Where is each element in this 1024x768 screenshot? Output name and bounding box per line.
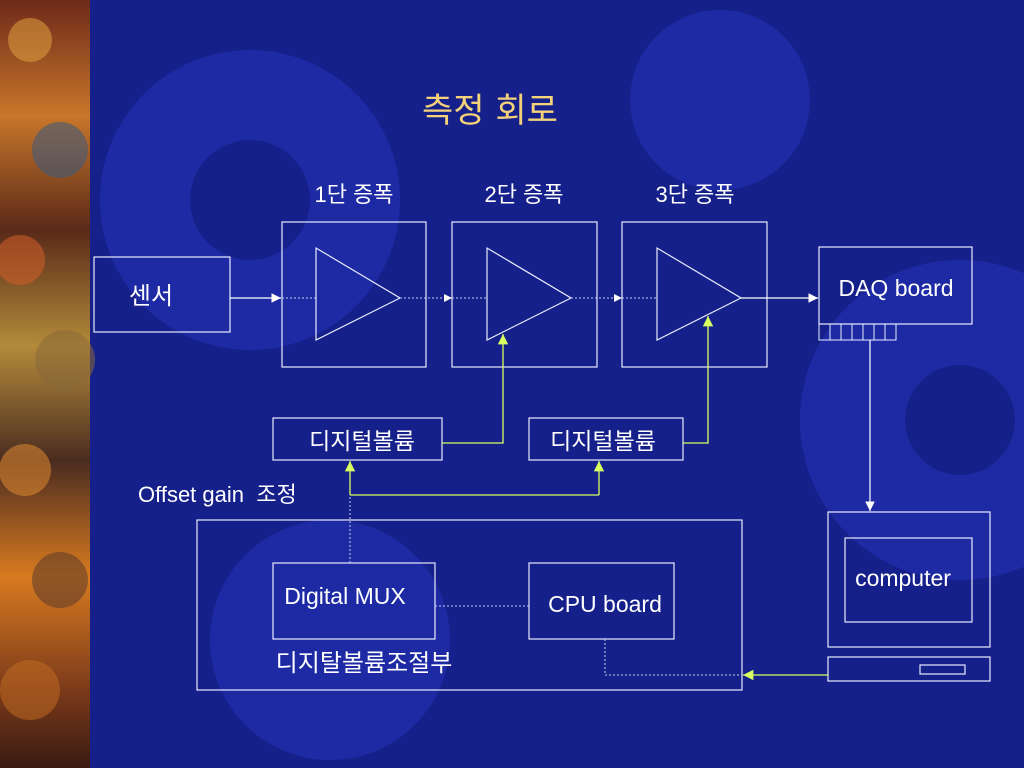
strip-texture-decoration	[0, 18, 95, 720]
digital-volume-2-label: 디지털볼륨	[550, 428, 656, 454]
gain-control-line-to-amp3	[683, 316, 714, 444]
computer-screen	[844, 537, 973, 623]
sensor-label: 센서	[129, 283, 173, 310]
amplifier-2-symbol	[486, 246, 573, 341]
offset-gain-label: Offset gain 조정	[138, 482, 297, 507]
daq-board-label: DAQ board	[838, 275, 953, 301]
stage-2-label: 2단 증폭	[484, 182, 563, 207]
computer-monitor	[827, 511, 991, 648]
control-unit-label: 디지탈볼륨조절부	[276, 650, 453, 677]
amp-stage-2-block	[451, 221, 598, 368]
computer-base-unit	[827, 656, 991, 682]
gain-control-line-to-amp2	[442, 334, 509, 444]
slide-title: 측정 회로	[422, 91, 558, 131]
amp-stage-3-block	[621, 221, 768, 368]
cpu-to-computer-link	[604, 639, 742, 676]
control-unit-block	[196, 519, 743, 691]
cpu-board-label: CPU board	[548, 591, 662, 617]
gear-hole-decoration	[190, 140, 1015, 475]
sensor-block	[93, 256, 231, 333]
computer-label: computer	[855, 565, 951, 591]
digital-volume-2-block	[528, 417, 684, 461]
cpu-board-block	[528, 562, 675, 640]
amp-stage-1-block	[281, 221, 427, 368]
stage-1-label: 1단 증폭	[314, 182, 393, 207]
digital-mux-block	[272, 562, 436, 640]
digital-mux-label: Digital MUX	[284, 583, 405, 609]
amplifier-3-symbol	[656, 246, 743, 341]
digital-volume-1-label: 디지털볼륨	[309, 428, 415, 454]
stage-3-label: 3단 증폭	[655, 182, 734, 207]
computer-drive-slot	[919, 664, 966, 675]
digital-volume-1-block	[272, 417, 443, 461]
amplifier-1-symbol	[315, 246, 402, 341]
daq-connector-pins	[818, 323, 897, 341]
